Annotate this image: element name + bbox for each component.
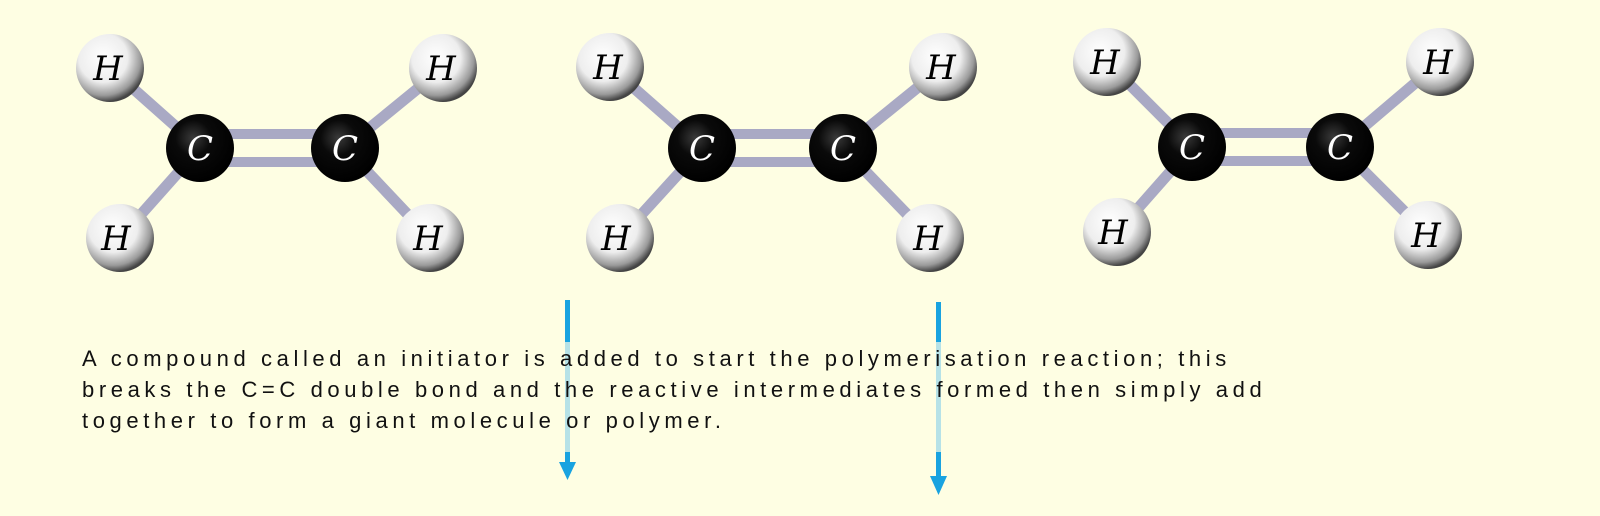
carbon-atom xyxy=(809,114,877,182)
hydrogen-label: H xyxy=(1097,213,1129,253)
carbon-atom xyxy=(1306,113,1374,181)
carbon-label: C xyxy=(1327,128,1353,168)
ethene-molecule-2: C C H H H H xyxy=(576,33,977,272)
hydrogen-atom xyxy=(576,33,644,101)
hydrogen-atom xyxy=(1083,198,1151,266)
caption-line-2: breaks the C=C double bond and the react… xyxy=(82,377,1267,402)
hydrogen-label: H xyxy=(100,219,132,259)
hydrogen-label: H xyxy=(425,49,457,89)
arrow-shaft-middle xyxy=(936,342,941,452)
hydrogen-label: H xyxy=(1089,43,1121,83)
hydrogen-label: H xyxy=(412,219,444,259)
caption-line-3: together to form a giant molecule or pol… xyxy=(82,408,726,433)
hydrogen-atom xyxy=(76,34,144,102)
carbon-label: C xyxy=(689,129,715,169)
hydrogen-atom xyxy=(1394,201,1462,269)
arrow-shaft-bottom xyxy=(936,452,941,478)
hydrogen-label: H xyxy=(92,49,124,89)
hydrogen-atom xyxy=(409,34,477,102)
arrow-shaft-bottom xyxy=(565,452,570,466)
hydrogen-label: H xyxy=(925,48,957,88)
arrow-shaft-top xyxy=(936,302,941,342)
hydrogen-label: H xyxy=(912,219,944,259)
carbon-atom xyxy=(668,114,736,182)
ethene-molecule-3: C C H H H H xyxy=(1073,28,1474,269)
hydrogen-atom xyxy=(909,33,977,101)
carbon-label: C xyxy=(830,129,856,169)
hydrogen-label: H xyxy=(1410,216,1442,256)
arrow-down-icon xyxy=(559,462,576,480)
hydrogen-label: H xyxy=(1422,43,1454,83)
carbon-label: C xyxy=(187,129,213,169)
carbon-atom xyxy=(311,114,379,182)
hydrogen-label: H xyxy=(600,219,632,259)
carbon-atom xyxy=(166,114,234,182)
carbon-label: C xyxy=(332,129,358,169)
hydrogen-atom xyxy=(586,204,654,272)
hydrogen-atom xyxy=(396,204,464,272)
hydrogen-atom xyxy=(1073,28,1141,96)
hydrogen-label: H xyxy=(592,48,624,88)
carbon-label: C xyxy=(1179,128,1205,168)
carbon-atom xyxy=(1158,113,1226,181)
caption-text: A compound called an initiator is added … xyxy=(82,343,1522,436)
hydrogen-atom xyxy=(86,204,154,272)
arrow-down-icon xyxy=(930,476,947,495)
hydrogen-atom xyxy=(896,204,964,272)
caption-line-1: A compound called an initiator is added … xyxy=(82,346,1231,371)
bond-break-arrow-right xyxy=(930,302,947,495)
hydrogen-atom xyxy=(1406,28,1474,96)
arrow-shaft-top xyxy=(565,300,570,342)
ethene-molecule-1: C C H H H H xyxy=(76,34,477,272)
bond-break-arrow-left xyxy=(559,300,576,480)
arrow-shaft-middle xyxy=(565,342,570,452)
